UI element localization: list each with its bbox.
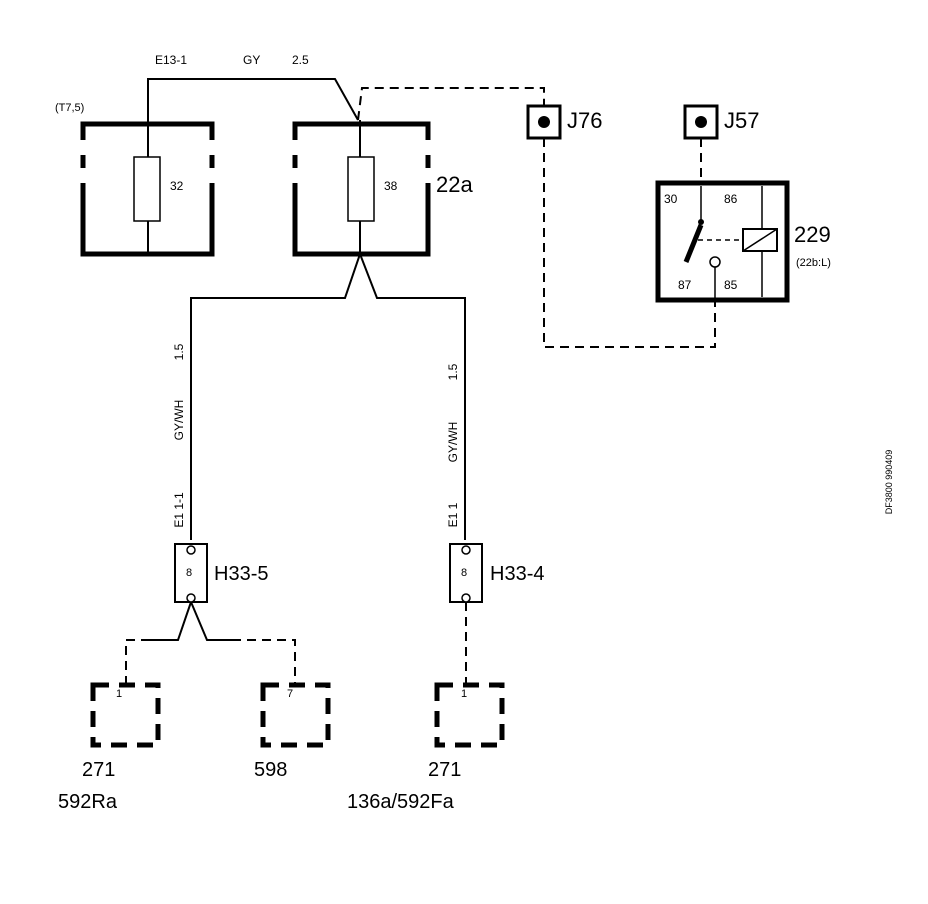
relay-229: [655, 180, 790, 303]
component-271-136a: [434, 682, 505, 748]
wire-right-color: GY/WH: [446, 422, 460, 463]
wire-top-color: GY: [243, 53, 260, 67]
wire-right-id: E1 1: [446, 502, 460, 527]
wire-to-j76: [357, 87, 545, 121]
fuse-box-label-22a: 22a: [436, 172, 473, 197]
wire-left-size: 1.5: [172, 343, 186, 360]
relay-pin-87: 87: [678, 278, 692, 292]
component-1-number: 271: [82, 759, 115, 781]
connector-h33-4: [449, 543, 483, 603]
wire-branch-h33-5: [125, 601, 296, 683]
relay-location: (22b:L): [796, 257, 831, 269]
wire-left-color: GY/WH: [172, 400, 186, 441]
wire-split-from-fuse-38: [190, 253, 466, 540]
wire-e13-1: [147, 78, 359, 124]
wire-j76-relay: [543, 138, 716, 348]
relay-pin-85: 85: [724, 278, 738, 292]
wire-right-size: 1.5: [446, 363, 460, 380]
component-3-ref: 136a/592Fa: [347, 791, 455, 813]
wire-left-id: E1 1-1: [172, 492, 186, 528]
drawing-id: DF3800 990409: [884, 450, 894, 515]
fuse-left-ref: (T7,5): [55, 102, 84, 114]
component-2-number: 598: [254, 759, 287, 781]
relay-pin-30: 30: [664, 192, 678, 206]
fuse-right-number: 38: [384, 179, 398, 193]
wire-top-id: E13-1: [155, 53, 187, 67]
fuse-38: [347, 120, 375, 254]
connector-h33-5-label: H33-5: [214, 563, 268, 585]
component-1-ref: 592Ra: [58, 791, 118, 813]
connector-h33-5: [174, 543, 208, 603]
junction-j57-label: J57: [724, 108, 759, 133]
junction-j76-label: J76: [567, 108, 602, 133]
connector-h33-4-label: H33-4: [490, 563, 544, 585]
component-2-pin: 7: [287, 688, 293, 700]
fuse-32: [133, 124, 161, 254]
relay-number: 229: [794, 222, 831, 247]
fuse-box-right: [292, 121, 431, 257]
relay-pin-86: 86: [724, 192, 738, 206]
fuse-left-number: 32: [170, 179, 184, 193]
connector-h33-5-pin: 8: [186, 567, 192, 579]
component-3-number: 271: [428, 759, 461, 781]
connector-h33-4-pin: 8: [461, 567, 467, 579]
component-271-592ra: [90, 682, 161, 748]
component-1-pin: 1: [116, 688, 122, 700]
junction-j57: [683, 104, 719, 140]
component-598: [260, 682, 331, 748]
component-3-pin: 1: [461, 688, 467, 700]
junction-j76: [526, 104, 562, 140]
wire-top-size: 2.5: [292, 53, 309, 67]
